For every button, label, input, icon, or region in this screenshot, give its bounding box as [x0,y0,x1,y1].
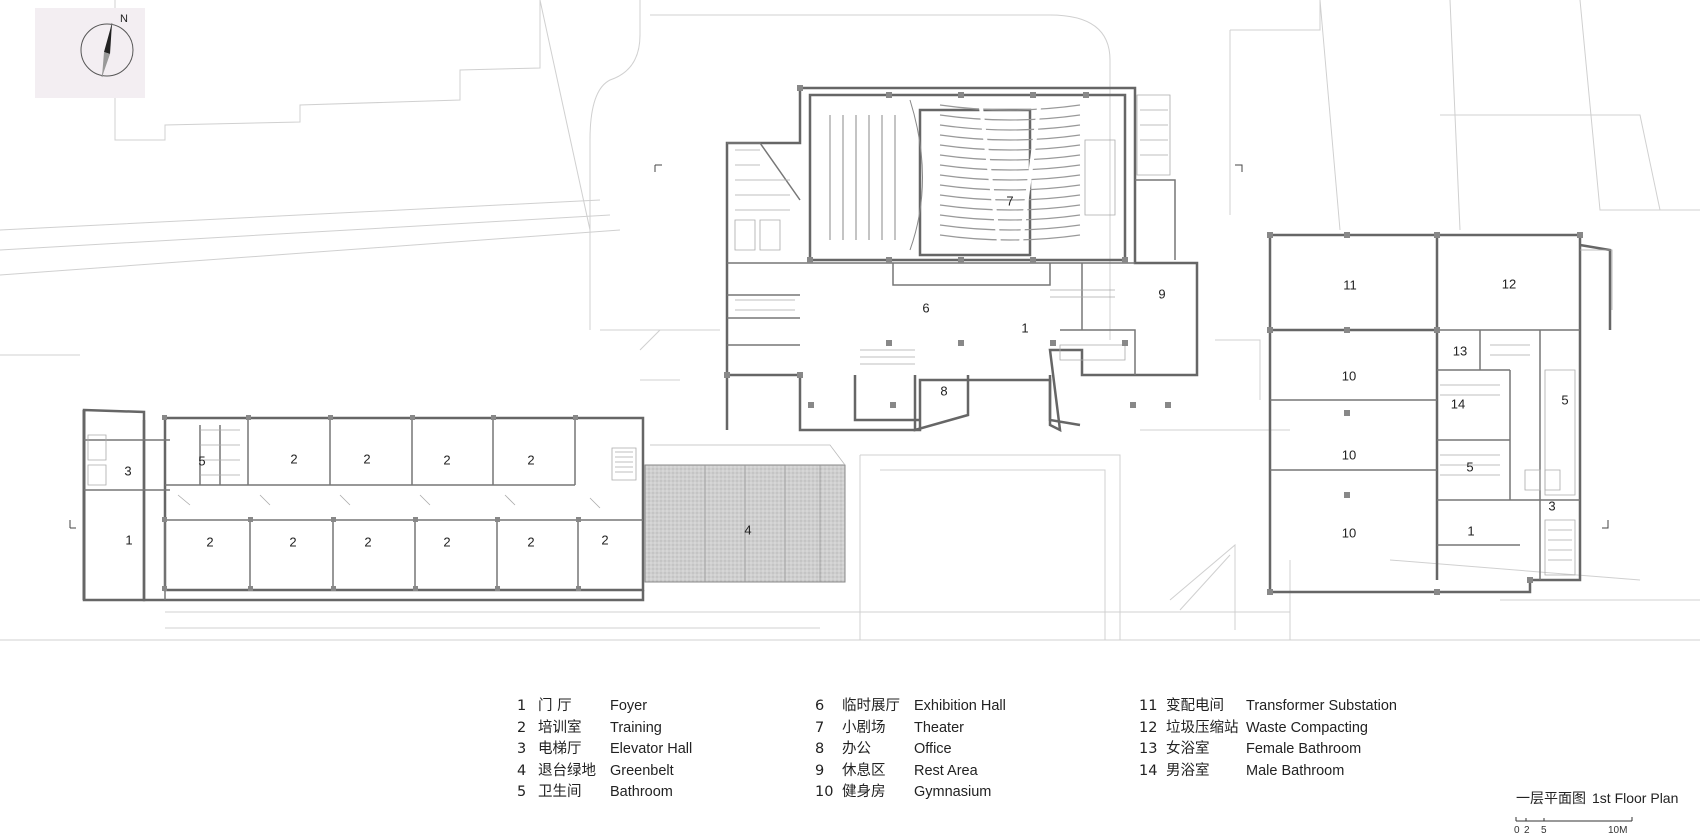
scale-tick-5: 5 [1541,825,1547,836]
room-2d: 2 [527,452,534,467]
scale-bar: 0 2 5 10M [1514,817,1633,836]
training-wing [82,408,645,602]
room-10c: 10 [1342,525,1356,540]
central-details [734,94,1171,365]
greenbelt [644,444,846,583]
room-9: 9 [1158,286,1165,301]
room-5b: 5 [1561,392,1568,407]
east-partitions [1270,329,1580,580]
room-13: 13 [1453,343,1467,358]
training-wing-details [87,429,637,509]
section-markers [69,164,1609,529]
north-label: N [120,13,128,25]
plan-title: 一层平面图 1st Floor Plan [1516,788,1678,808]
east-columns [1267,232,1583,595]
central-columns [724,85,1171,408]
room-10b: 10 [1342,447,1356,462]
room-2j: 2 [601,532,608,547]
room-10a: 10 [1342,368,1356,383]
room-1c: 1 [1467,523,1474,538]
north-arrow: N [35,8,145,98]
room-2i: 2 [527,534,534,549]
room-2h: 2 [443,534,450,549]
room-12: 12 [1502,276,1516,291]
room-2f: 2 [289,534,296,549]
room-5a: 5 [198,453,205,468]
scale-tick-10: 10M [1608,825,1627,836]
east-building [1268,233,1612,594]
room-5c: 5 [1466,459,1473,474]
training-wing-partitions [84,418,643,600]
training-wing-columns [162,415,581,591]
scale-tick-0: 0 [1514,825,1520,836]
room-2a: 2 [290,451,297,466]
room-2b: 2 [363,451,370,466]
plan-title-cn: 一层平面图 [1516,791,1586,807]
room-2c: 2 [443,452,450,467]
site-context [0,0,1700,641]
room-3a: 3 [124,463,131,478]
room-1b: 1 [1021,320,1028,335]
stage-lines [829,99,923,251]
central-partitions [727,142,1176,375]
east-details [1440,249,1613,576]
room-7: 7 [1006,193,1013,208]
scale-tick-2: 2 [1524,825,1530,836]
room-11: 11 [1343,277,1357,292]
room-14: 14 [1451,396,1465,411]
room-6: 6 [922,300,929,315]
room-2e: 2 [206,534,213,549]
room-8: 8 [940,383,947,398]
room-4: 4 [744,522,751,537]
theater-seating [939,99,1081,251]
room-labels: 1 1 1 2 2 2 2 2 2 2 2 2 2 3 3 4 5 5 5 6 … [124,193,1568,549]
room-2g: 2 [364,534,371,549]
plan-title-en: 1st Floor Plan [1592,790,1679,806]
room-1a: 1 [125,532,132,547]
room-3b: 3 [1548,498,1555,513]
